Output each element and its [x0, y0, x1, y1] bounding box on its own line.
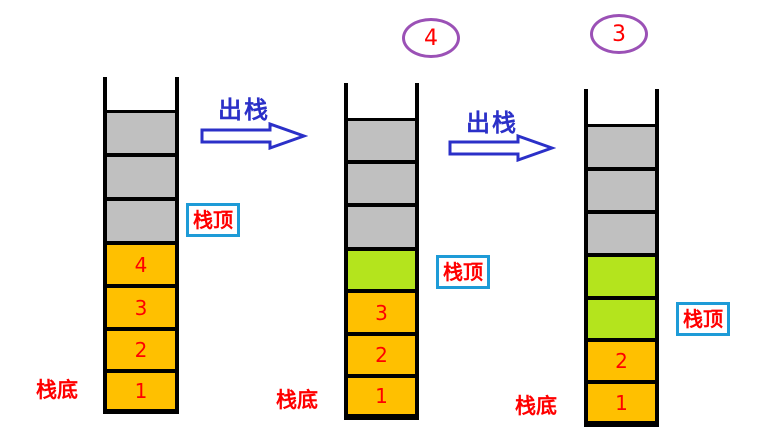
stack-1-cell-5: 3: [104, 285, 178, 330]
stack-2-cell-1: [345, 118, 418, 163]
stack-3-cell-7: 1: [585, 381, 658, 424]
stack-2-cell-7: 1: [345, 375, 418, 417]
stack-2-cell-5: 3: [345, 290, 418, 335]
stack-2-cell-3: [345, 204, 418, 250]
stack-2-base: [344, 416, 419, 420]
arrow-2-label: 出栈: [466, 109, 518, 137]
stack-3-cell-4: [585, 254, 658, 299]
arrow-2-icon: [448, 134, 556, 162]
stack-3-cell-6: 2: [585, 339, 658, 383]
popped-value-circle-3: 3: [590, 14, 648, 54]
stack-1-cell-3: [104, 198, 178, 244]
stack-1-cell-1: [104, 110, 178, 156]
stack-3-bottom-label: 栈底: [515, 394, 557, 418]
popped-value-circle-4: 4: [402, 18, 460, 58]
stack-1-cell-7: 1: [104, 370, 178, 412]
stack-3-cell-2: [585, 168, 658, 213]
stack-3-base: [584, 423, 659, 427]
stack-2-cell-4: [345, 248, 418, 292]
stack-2-cell-2: [345, 161, 418, 206]
stack-3-cell-1: [585, 124, 658, 170]
stack-1-cell-6: 2: [104, 328, 178, 372]
arrow-1-icon: [200, 122, 308, 150]
stack-1-bottom-label: 栈底: [36, 378, 78, 402]
stack-1-cell-2: [104, 154, 178, 200]
stack-3-cell-3: [585, 211, 658, 256]
stack-2-cell-6: 2: [345, 333, 418, 377]
stack-1-top-label: 栈顶: [186, 203, 240, 237]
stack-1-cell-4: 4: [104, 242, 178, 287]
arrow-1-label: 出栈: [218, 96, 270, 124]
stack-2-bottom-label: 栈底: [276, 388, 318, 412]
stack-1-base: [103, 410, 179, 414]
stack-3-top-label: 栈顶: [676, 302, 730, 336]
stack-2-top-label: 栈顶: [436, 255, 490, 289]
stack-3-cell-5: [585, 297, 658, 341]
